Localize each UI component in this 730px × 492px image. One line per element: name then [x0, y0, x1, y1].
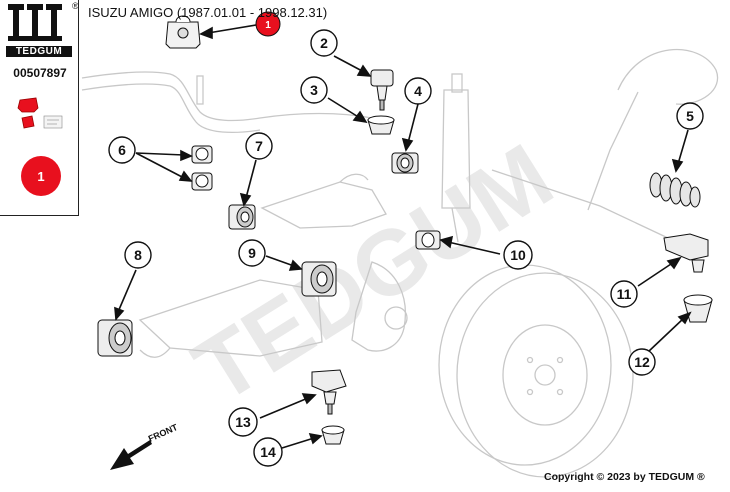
part-11-tie-rod-end — [663, 233, 709, 273]
callout-7-label: 7 — [255, 138, 263, 154]
callout-1-label: 1 — [265, 20, 271, 31]
callout-3-label: 3 — [310, 82, 318, 98]
callout-10-label: 10 — [510, 247, 526, 263]
callout-4-label: 4 — [414, 83, 422, 99]
part-14-dust-boot — [321, 425, 345, 445]
front-direction-arrow: FRONT — [110, 422, 180, 470]
callout-4[interactable]: 4 — [404, 77, 432, 105]
part-5-bellows-boot — [649, 172, 701, 208]
part-number: 00507897 — [13, 66, 67, 80]
part-1-stabilizer-bushing — [165, 15, 201, 49]
front-label: FRONT — [147, 422, 180, 444]
callout-13[interactable]: 13 — [228, 407, 258, 437]
part-7-bushing — [228, 204, 256, 230]
background-sketch — [81, 48, 719, 478]
sidebar-panel — [0, 0, 79, 216]
callout-3[interactable]: 3 — [300, 76, 328, 104]
callout-5-label: 5 — [686, 108, 694, 124]
part-8-bushing — [97, 319, 133, 357]
part-10-bushing — [415, 230, 441, 250]
part-4-bushing — [391, 152, 419, 174]
part-3-dust-boot — [367, 115, 395, 135]
callout-8[interactable]: 8 — [124, 241, 152, 269]
callout-9-label: 9 — [248, 245, 256, 261]
tedgum-logo — [8, 4, 62, 41]
callout-6[interactable]: 6 — [108, 136, 136, 164]
page-title: ISUZU AMIGO (1987.01.01 - 1998.12.31) — [88, 5, 328, 20]
part-13-ball-joint — [311, 369, 347, 415]
callout-7[interactable]: 7 — [245, 132, 273, 160]
callout-9[interactable]: 9 — [238, 239, 266, 267]
callout-2[interactable]: 2 — [310, 29, 338, 57]
callout-14-label: 14 — [260, 444, 276, 460]
callout-12-label: 12 — [634, 354, 650, 370]
callout-1[interactable]: 1 — [255, 11, 281, 37]
part-2-ball-joint — [370, 69, 394, 111]
callout-11-label: 11 — [617, 286, 632, 302]
registered-mark: ® — [72, 1, 79, 11]
callout-8-label: 8 — [134, 247, 142, 263]
callout-6-label: 6 — [118, 142, 126, 158]
watermark-text: TEDGUM — [178, 125, 570, 423]
part-12-dust-boot — [683, 294, 713, 323]
callout-10[interactable]: 10 — [503, 240, 533, 270]
callout-5[interactable]: 5 — [676, 102, 704, 130]
product-thumbnail[interactable] — [17, 97, 63, 129]
callout-13-label: 13 — [235, 414, 251, 430]
part-9-bushing — [301, 261, 337, 297]
highlight-badge: 1 — [21, 156, 61, 196]
leader-arrows — [114, 24, 692, 449]
highlight-badge-label: 1 — [37, 169, 44, 184]
callout-2-label: 2 — [320, 35, 328, 51]
part-6-bushings — [191, 145, 213, 191]
callout-11[interactable]: 11 — [610, 280, 638, 308]
copyright-footer: Copyright © 2023 by TEDGUM ® — [544, 471, 705, 483]
callout-14[interactable]: 14 — [253, 437, 283, 467]
brand-name: TEDGUM — [6, 46, 72, 57]
callout-12[interactable]: 12 — [628, 348, 656, 376]
